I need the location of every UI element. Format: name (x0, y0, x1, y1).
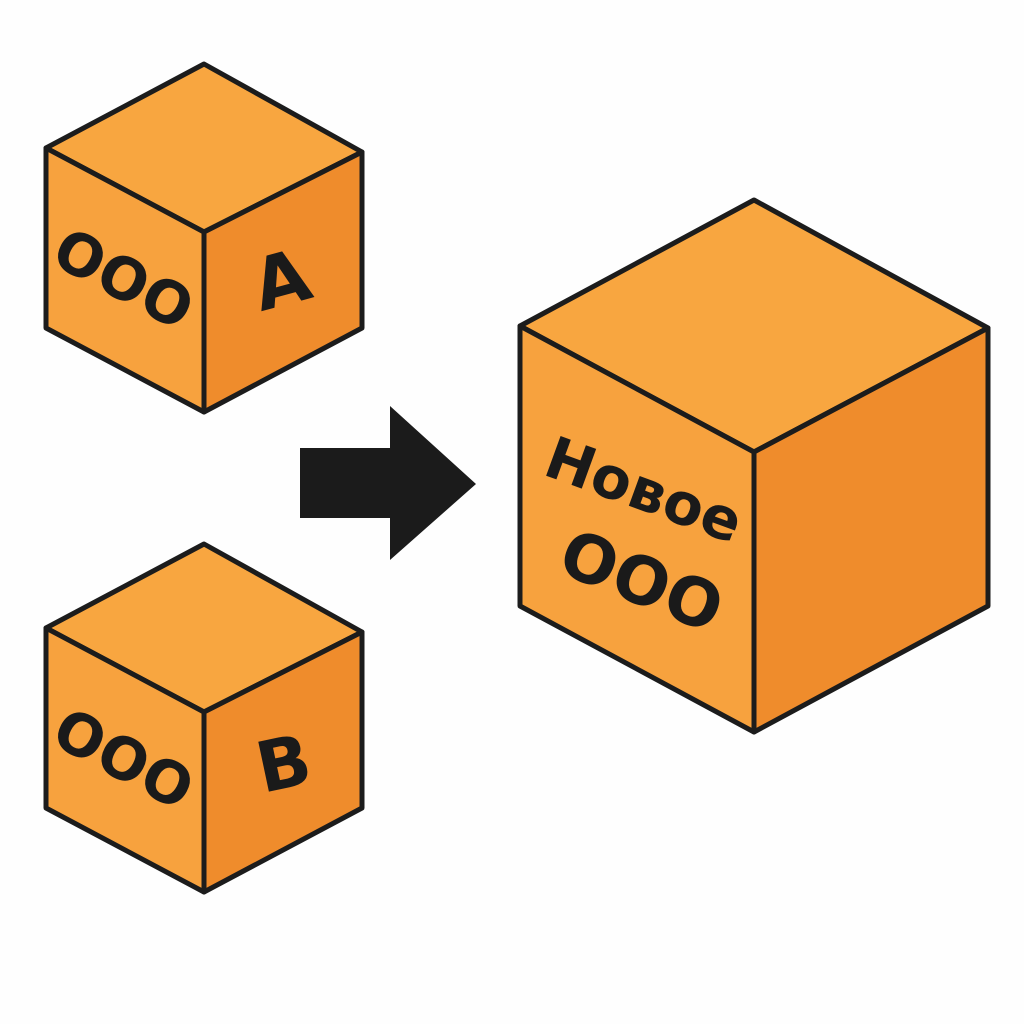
cube-a: ООО A (42, 61, 365, 415)
new-cube-right-face (751, 325, 991, 735)
cube-b-right-face (201, 629, 365, 895)
cube-a-right-face (201, 149, 365, 415)
new-cube: Новое ООО (517, 197, 991, 735)
cube-b: ООО B (42, 541, 365, 895)
merge-arrow-icon (300, 406, 476, 560)
